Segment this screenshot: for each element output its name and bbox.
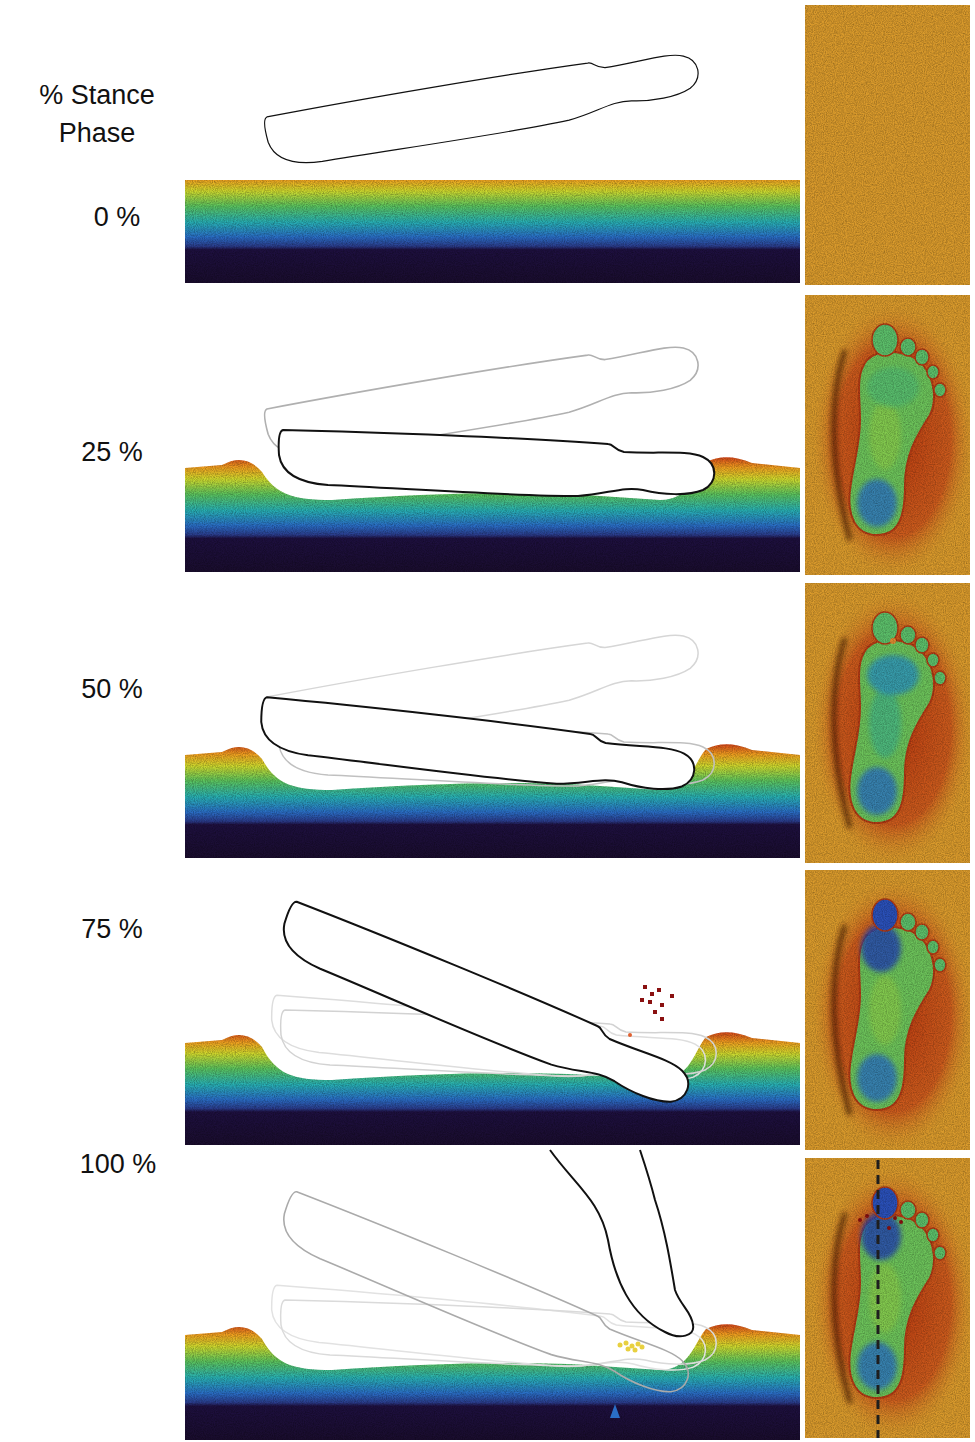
phase-label: 0 % (94, 199, 141, 237)
ejected-grain (653, 1010, 657, 1014)
column-heading: % Stance Phase (22, 77, 172, 153)
ejected-grain (660, 1017, 664, 1021)
panel-grain (805, 1158, 970, 1438)
footprint-panel (805, 295, 970, 575)
panel-grain (805, 870, 970, 1150)
ejected-grain (648, 1000, 652, 1004)
phase-label: 50 % (81, 671, 143, 709)
bed-grain (185, 1315, 800, 1440)
panel-ground (805, 5, 970, 285)
ejected-grain (650, 992, 654, 996)
granular-bed (185, 1315, 800, 1440)
ejected-grain (640, 998, 644, 1002)
ejected-grain (618, 1343, 623, 1348)
foot-outline (550, 1150, 693, 1336)
ejected-grain (636, 1342, 641, 1347)
phase-label: 25 % (81, 434, 143, 472)
phase-label: 75 % (81, 911, 143, 949)
ejected-grain (628, 1033, 632, 1037)
row-label-box: 75 % (81, 911, 143, 949)
panel-ground (805, 295, 970, 575)
ejected-grain (630, 1344, 635, 1349)
foot-outline (270, 900, 702, 1111)
bed-notch (610, 1404, 620, 1418)
row-label-box: 25 % (81, 434, 143, 472)
panel-grain (805, 295, 970, 575)
foot-outline (258, 697, 697, 793)
ejected-grain (633, 1348, 638, 1353)
phase-label: 100 % (80, 1146, 157, 1184)
foot-outline (263, 27, 703, 182)
ejected-grain (657, 988, 661, 992)
row-label-box: % Stance Phase (22, 77, 172, 153)
footprint-panel (805, 1158, 970, 1438)
footprint-panel (805, 5, 970, 285)
row-label-box: 100 % (80, 1146, 157, 1184)
foot-outline (279, 430, 715, 496)
ejected-grain (624, 1341, 629, 1346)
ejected-grain (643, 985, 647, 989)
panel-grain (805, 583, 970, 863)
granular-bed (185, 160, 800, 283)
ejected-grain (626, 1347, 631, 1352)
row-label-box: 50 % (81, 671, 143, 709)
panel-ground (805, 870, 970, 1150)
bed-grain (185, 160, 800, 283)
row-label-box: 0 % (94, 199, 141, 237)
panel-ground (805, 1158, 970, 1438)
footprint-panel (805, 583, 970, 863)
panel-grain (805, 5, 970, 285)
ejected-grain (640, 1345, 645, 1350)
ejected-grain (660, 1003, 664, 1007)
footprint-panel (805, 870, 970, 1150)
panel-ground (805, 583, 970, 863)
ejected-grain (670, 994, 674, 998)
